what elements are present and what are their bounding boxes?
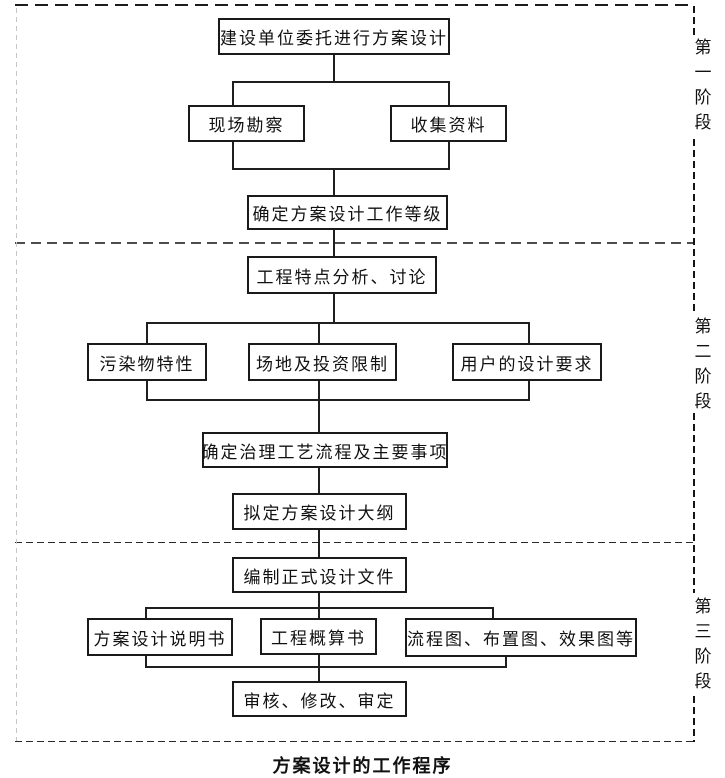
connector-line (318, 607, 320, 619)
stage-label-char: 二 (694, 342, 712, 362)
connector-line (318, 666, 320, 682)
connector-line (146, 322, 148, 344)
frame-left-dashed-edge (16, 8, 17, 741)
connector-line (333, 294, 335, 323)
connector-line (318, 381, 320, 401)
stage-divider-1-2 (15, 242, 695, 244)
connector-line (318, 399, 320, 433)
stage-label-char: 第 (694, 38, 712, 58)
node-formal-design-documents: 编制正式设计文件 (232, 557, 407, 593)
node-review-revise-approve: 审核、修改、审定 (232, 681, 407, 717)
stage-rail-segment (693, 413, 695, 593)
connector-line (145, 666, 507, 668)
connector-line (333, 55, 335, 82)
connector-line (318, 655, 320, 668)
node-label: 审核、修改、审定 (243, 691, 396, 712)
connector-line (492, 607, 494, 619)
node-feature-analysis: 工程特点分析、讨论 (247, 256, 437, 294)
node-label: 收集资料 (410, 116, 487, 136)
node-label: 方案设计说明书 (93, 629, 227, 650)
connector-line (318, 468, 320, 494)
node-label: 用户的设计要求 (460, 354, 594, 375)
connector-line (232, 81, 450, 83)
node-draft-outline: 拟定方案设计大纲 (232, 493, 407, 530)
connector-line (448, 81, 450, 107)
node-site-survey: 现场勘察 (188, 105, 305, 142)
stage-label-char: 阶 (694, 367, 712, 387)
connector-line (146, 322, 530, 324)
stage-label-3: 第 三 阶 段 (692, 597, 714, 692)
connector-line (333, 230, 335, 257)
node-commission-design: 建设单位委托进行方案设计 (218, 18, 450, 55)
node-label: 流程图、布置图、效果图等 (407, 630, 635, 650)
node-label: 场地及投资限制 (256, 354, 389, 375)
node-drawings: 流程图、布置图、效果图等 (405, 618, 637, 657)
node-label: 污染物特性 (99, 354, 195, 375)
node-collect-data: 收集资料 (390, 105, 507, 142)
connector-line (146, 399, 530, 401)
connector-line (232, 81, 234, 107)
connector-line (505, 657, 507, 668)
stage-label-char: 一 (694, 63, 712, 83)
stage-divider-bottom (15, 741, 695, 742)
stage-label-char: 段 (694, 392, 712, 412)
node-user-design-requirements: 用户的设计要求 (452, 343, 602, 381)
stage-label-char: 段 (694, 672, 712, 692)
stage-rail-segment (693, 139, 695, 313)
connector-line (333, 168, 335, 196)
connector-line (528, 322, 530, 344)
node-label: 工程概算书 (271, 629, 366, 649)
node-pollutant-characteristics: 污染物特性 (87, 343, 207, 381)
node-label: 建设单位委托进行方案设计 (220, 29, 448, 49)
stage-label-2: 第 二 阶 段 (692, 317, 714, 412)
stage-label-char: 段 (694, 113, 712, 133)
stage-rail-segment (693, 696, 695, 742)
stage-label-1: 第 一 阶 段 (692, 38, 714, 133)
stage-divider-top (15, 4, 695, 6)
stage-label-char: 三 (694, 622, 712, 642)
stage-divider-2-3 (15, 542, 695, 543)
connector-line (146, 381, 148, 401)
connector-line (232, 142, 234, 168)
stage-label-char: 第 (694, 317, 712, 337)
connector-line (145, 656, 147, 668)
connector-line (318, 530, 320, 558)
connector-line (318, 322, 320, 344)
stage-rail-segment (693, 6, 695, 36)
figure-caption: 方案设计的工作程序 (272, 756, 453, 777)
node-determine-process: 确定治理工艺流程及主要事项 (202, 432, 448, 468)
connector-line (232, 168, 450, 170)
stage-label-char: 阶 (694, 88, 712, 108)
node-label: 现场勘察 (208, 116, 285, 136)
node-label: 确定方案设计工作等级 (252, 205, 443, 225)
node-budget-book: 工程概算书 (260, 618, 377, 655)
node-label: 确定治理工艺流程及主要事项 (201, 442, 449, 463)
node-label: 编制正式设计文件 (243, 567, 396, 588)
stage-label-char: 第 (694, 597, 712, 617)
connector-line (528, 381, 530, 401)
node-label: 拟定方案设计大纲 (243, 504, 396, 524)
node-label: 工程特点分析、讨论 (256, 267, 428, 288)
connector-line (318, 593, 320, 609)
node-determine-work-level: 确定方案设计工作等级 (247, 195, 448, 230)
connector-line (448, 142, 450, 168)
node-design-specification: 方案设计说明书 (87, 618, 233, 656)
node-site-investment-limits: 场地及投资限制 (248, 343, 397, 381)
stage-label-char: 阶 (694, 647, 712, 667)
connector-line (145, 607, 147, 619)
